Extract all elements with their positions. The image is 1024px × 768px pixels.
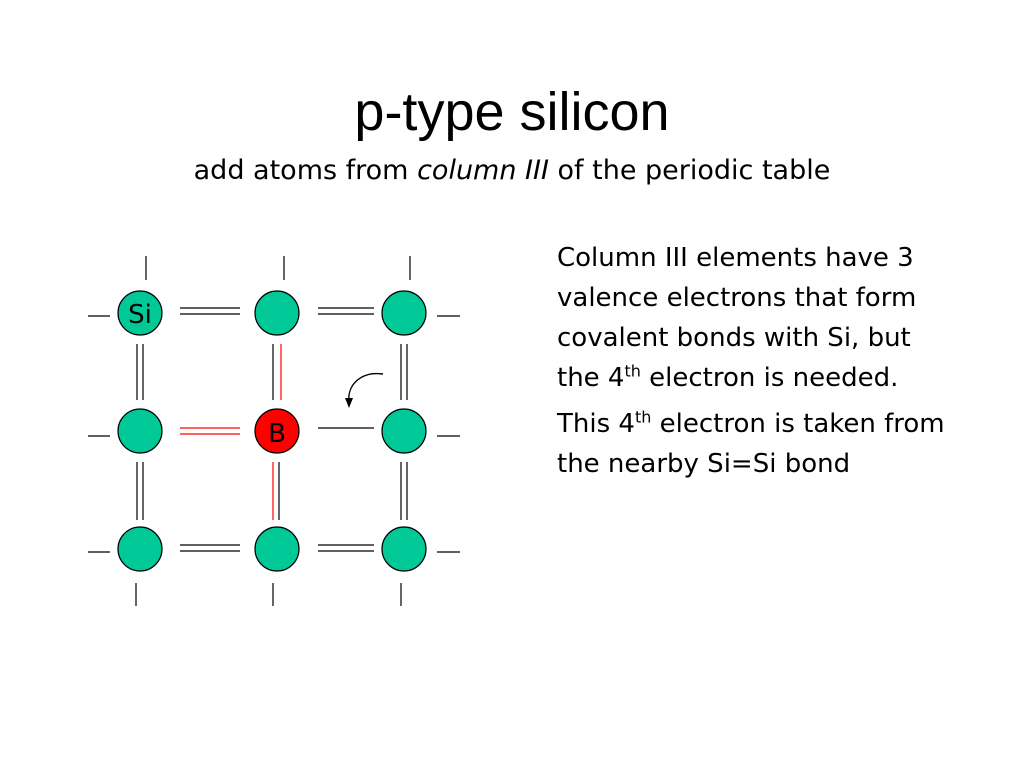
explanation-paragraph-2: This 4th electron is taken from the near…	[557, 404, 957, 484]
slide-subtitle: add atoms from column III of the periodi…	[0, 153, 1024, 189]
horizontal-bonds	[180, 307, 374, 552]
dopant-bonds-horizontal	[180, 427, 240, 435]
paragraph-1-text: Column III elements have 3 valence elect…	[557, 243, 917, 393]
slide-title: p-type silicon	[354, 82, 670, 142]
electron-transfer-arrow	[348, 372, 384, 403]
dopant-bonds-vertical	[272, 344, 282, 520]
paragraph-1-superscript: th	[624, 361, 641, 381]
boron-atom	[254, 408, 300, 454]
atoms	[117, 290, 427, 572]
si-atom	[254, 526, 300, 572]
subtitle-text-end: of the periodic table	[548, 155, 831, 186]
si-atom	[117, 526, 163, 572]
paragraph-2-text-end: electron is taken from the nearby Si=Si …	[557, 409, 945, 479]
paragraph-1-text-end: electron is needed.	[640, 363, 899, 393]
subtitle-text-start: add atoms from	[193, 155, 418, 186]
si-atom	[117, 290, 163, 336]
si-atom	[117, 408, 163, 454]
boron-atom-label: B	[268, 419, 286, 449]
paragraph-2-superscript: th	[634, 407, 652, 427]
paragraph-2-text: This 4	[557, 409, 635, 439]
si-atom	[254, 290, 300, 336]
subtitle-emphasis: column III	[417, 155, 549, 186]
si-atom-label: Si	[128, 300, 152, 330]
si-atom	[381, 290, 427, 336]
vertical-bonds	[136, 344, 408, 520]
explanation-paragraph-1: Column III elements have 3 valence elect…	[557, 238, 957, 398]
si-atom	[381, 526, 427, 572]
si-atom	[381, 408, 427, 454]
outer-bond-stubs	[88, 256, 460, 606]
explanation-text: Column III elements have 3 valence elect…	[557, 238, 957, 490]
arrow-head-icon	[345, 398, 353, 408]
